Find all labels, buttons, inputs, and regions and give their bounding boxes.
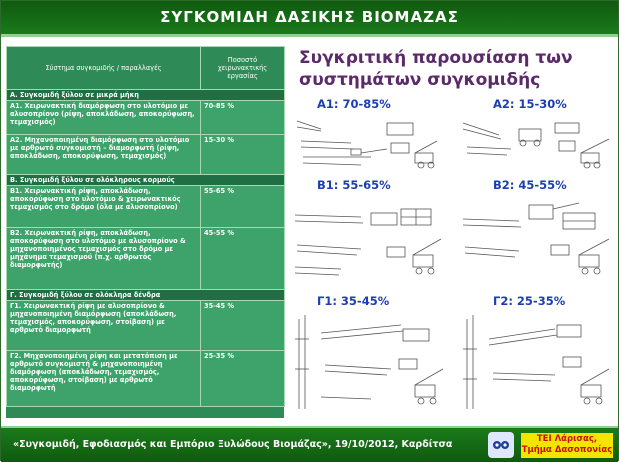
header-manual-labor: Ποσοστό χειρωνακτικής εργασίας: [200, 46, 285, 90]
row-percentage: 55-65 %: [200, 185, 285, 228]
section-label: Γ. Συγκομιδή ξύλου σε ολόκληρα δένδρα: [6, 289, 285, 301]
header-system: Σύστημα συγκομιδής / παραλλαγές: [6, 46, 201, 90]
section-label: Β. Συγκομιδή ξύλου σε ολόκληρους κορμούς: [6, 174, 285, 186]
diagram-label-a2: Α2: 15-30%: [493, 97, 567, 111]
row-percentage: 70-85 %: [200, 100, 285, 135]
institution-badge: ΤΕΙ Λάρισας, Τμήμα Δασοπονίας: [521, 433, 613, 458]
diagram-label-a1: Α1: 70-85%: [317, 97, 391, 111]
slide-title: ΣΥΓΚΟΜΙΔΗ ΔΑΣΙΚΗΣ ΒΙΟΜΑΖΑΣ: [1, 1, 618, 37]
forestry-machine-illustration-icon: [296, 120, 438, 169]
row-percentage: 25-35 %: [200, 350, 285, 407]
table-row: Β1. Χειρωνακτική ρίψη, αποκλάδωση, αποκο…: [6, 185, 285, 228]
row-percentage: 35-45 %: [200, 300, 285, 351]
footer-event-text: «Συγκομιδή, Εφοδιασμός και Εμπόριο Ξυλώδ…: [13, 439, 453, 450]
table-section-row: Α. Συγκομιδή ξύλου σε μικρά μήκη: [6, 89, 285, 101]
diagram-b2-illustration: [459, 195, 617, 285]
row-percentage: 15-30 %: [200, 134, 285, 175]
table-row: Α1. Χειρωνακτική διαμόρφωση στο υλοτόμιο…: [6, 100, 285, 135]
row-system: Β2. Χειρωνακτική ρίψη, αποκλάδωση, αποκο…: [6, 227, 201, 290]
institution-line1: ΤΕΙ Λάρισας,: [536, 434, 598, 444]
institution-line2: Τμήμα Δασοπονίας: [521, 445, 613, 455]
row-system: Α2. Μηχανοποιημένη διαμόρφωση στο υλοτόμ…: [6, 134, 201, 175]
row-system: Γ2. Μηχανοποιημένη ρίψη και μετατόπιση μ…: [6, 350, 201, 407]
diagram-g2-illustration: [459, 309, 617, 421]
table-section-row: Β. Συγκομιδή ξύλου σε ολόκληρους κορμούς: [6, 174, 285, 186]
row-system: Β1. Χειρωνακτική ρίψη, αποκλάδωση, αποκο…: [6, 185, 201, 228]
table-header-row: Σύστημα συγκομιδής / παραλλαγές Ποσοστό …: [6, 46, 285, 90]
diagram-label-g2: Γ2: 25-35%: [493, 294, 566, 308]
table-section-row: Γ. Συγκομιδή ξύλου σε ολόκληρα δένδρα: [6, 289, 285, 301]
diagram-label-g1: Γ1: 35-45%: [317, 294, 390, 308]
diagram-a2-illustration: [459, 113, 617, 173]
diagram-label-b1: Β1: 55-65%: [317, 178, 391, 192]
diagram-b1-illustration: [291, 195, 451, 285]
row-system: Γ1. Χειρωνακτική ρίψη με αλυσοπρίονο & μ…: [6, 300, 201, 351]
harvest-systems-table: Σύστημα συγκομιδής / παραλλαγές Ποσοστό …: [6, 46, 285, 407]
university-logo-icon: [488, 432, 514, 458]
harvest-systems-table-container: Σύστημα συγκομιδής / παραλλαγές Ποσοστό …: [6, 46, 285, 418]
row-system: Α1. Χειρωνακτική διαμόρφωση στο υλοτόμιο…: [6, 100, 201, 135]
row-percentage: 45-55 %: [200, 227, 285, 290]
diagram-a1-illustration: [291, 113, 451, 173]
comparison-heading: Συγκριτική παρουσίαση των συστημάτων συγ…: [299, 48, 573, 90]
table-row: Γ2. Μηχανοποιημένη ρίψη και μετατόπιση μ…: [6, 350, 285, 407]
table-row: Α2. Μηχανοποιημένη διαμόρφωση στο υλοτόμ…: [6, 134, 285, 175]
diagram-g1-illustration: [291, 309, 451, 421]
table-row: Γ1. Χειρωνακτική ρίψη με αλυσοπρίονο & μ…: [6, 300, 285, 351]
footer-bar: «Συγκομιδή, Εφοδιασμός και Εμπόριο Ξυλώδ…: [1, 426, 618, 462]
diagram-label-b2: Β2: 45-55%: [493, 178, 567, 192]
table-row: Β2. Χειρωνακτική ρίψη, αποκλάδωση, αποκο…: [6, 227, 285, 290]
section-label: Α. Συγκομιδή ξύλου σε μικρά μήκη: [6, 89, 285, 101]
